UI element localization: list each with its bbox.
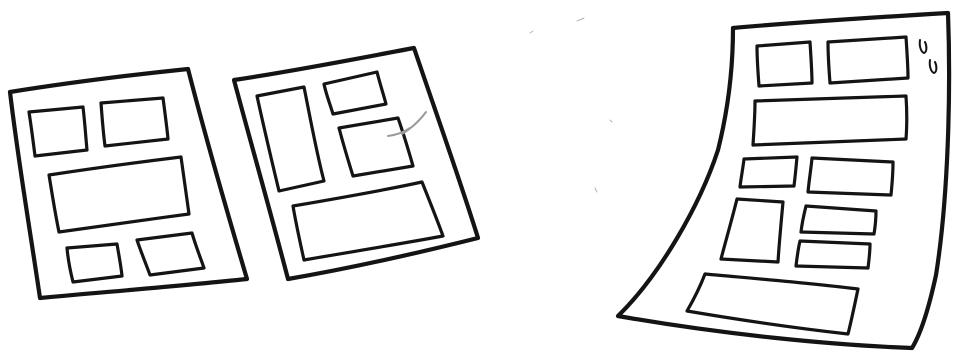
faint-speck bbox=[530, 31, 533, 33]
faint-speck bbox=[595, 188, 597, 192]
wireframe-block-top-right bbox=[324, 72, 386, 114]
wireframe-block-middle-right bbox=[339, 118, 413, 176]
curl-mark bbox=[930, 60, 937, 73]
wireframe-block-bottom-left bbox=[67, 244, 122, 282]
wireframe-block-small-right bbox=[808, 158, 893, 195]
wireframe-block-wide-bottom bbox=[293, 182, 443, 260]
page-outline bbox=[618, 13, 949, 348]
wireframe-block-top-left bbox=[757, 42, 812, 86]
wireframe-block-wide bbox=[753, 96, 907, 145]
wireframe-block-tall-left bbox=[721, 199, 783, 262]
wireframe-block-thin-1 bbox=[801, 206, 876, 234]
left-wireframe-page bbox=[10, 69, 247, 298]
wireframe-block-wide-middle bbox=[49, 157, 189, 232]
wireframe-block-tall-left bbox=[257, 87, 324, 191]
faint-pen-marks bbox=[388, 18, 612, 192]
curled-wireframe-page bbox=[618, 13, 949, 348]
wireframe-block-top-right bbox=[101, 98, 168, 146]
faint-speck bbox=[577, 18, 584, 21]
wireframe-block-small-top-left bbox=[29, 107, 87, 156]
wireframe-block-bottom-right bbox=[137, 233, 204, 275]
wireframe-block-thin-2 bbox=[796, 241, 870, 268]
middle-wireframe-page bbox=[234, 48, 478, 279]
wireframe-block-small-left bbox=[740, 157, 797, 187]
wireframe-block-wide-bottom bbox=[687, 274, 858, 334]
curl-mark bbox=[920, 40, 927, 53]
page-outline bbox=[234, 48, 478, 279]
faint-speck bbox=[610, 120, 612, 122]
page-outline bbox=[10, 69, 247, 298]
wireframe-block-top-right bbox=[828, 37, 908, 83]
